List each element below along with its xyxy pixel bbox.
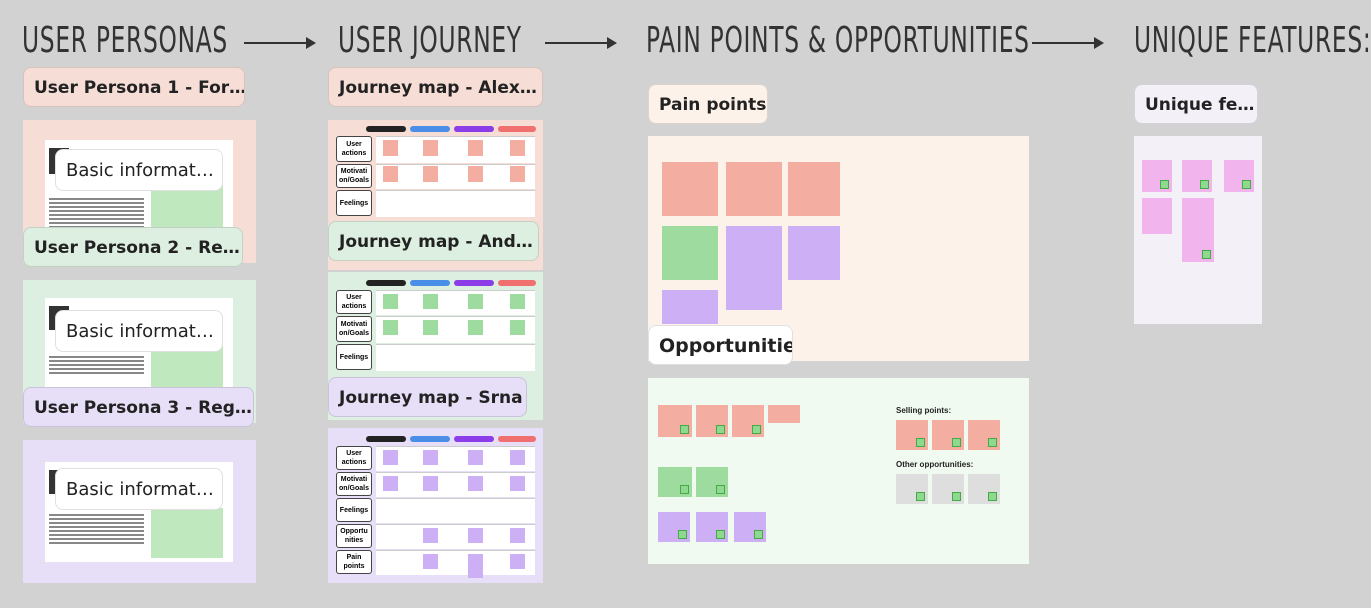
opportunities-frame[interactable]: Selling points: Other opportunities: [648, 378, 1029, 564]
row-label-opportunities: Opportu nities [336, 524, 372, 548]
row-label-pain-points: Pain points [336, 550, 372, 574]
row-label-motivation: Motivati on/Goals [336, 472, 372, 496]
arrow-right-icon [244, 37, 316, 49]
row-label-motivation: Motivati on/Goals [336, 164, 372, 188]
column-title-journey: USER JOURNEY [338, 20, 522, 61]
journey-label-3[interactable]: Journey map - Srna [328, 377, 527, 417]
row-label-motivation: Motivati on/Goals [336, 316, 372, 342]
column-title-personas: USER PERSONAS [22, 20, 228, 61]
arrow-right-icon [1032, 37, 1104, 49]
other-opportunities-heading: Other opportunities: [896, 460, 974, 469]
row-label-user-actions: User actions [336, 446, 372, 470]
opportunities-label[interactable]: Opportunities [648, 325, 793, 365]
persona-label-3[interactable]: User Persona 3 - Reg… [23, 387, 254, 427]
basic-info-card-2[interactable]: Basic informat… [55, 310, 223, 352]
row-label-feelings: Feelings [336, 344, 372, 370]
row-label-user-actions: User actions [336, 136, 372, 162]
persona-label-1[interactable]: User Persona 1 - For… [23, 67, 245, 107]
persona-traits-box [151, 508, 223, 558]
journey-label-2[interactable]: Journey map - And… [328, 221, 539, 261]
pain-points-frame[interactable] [648, 136, 1029, 361]
row-label-feelings: Feelings [336, 190, 372, 216]
column-title-features: UNIQUE FEATURES: [1134, 20, 1371, 61]
unique-features-label[interactable]: Unique fe… [1134, 84, 1258, 124]
journey-frame-3[interactable]: User actions Motivati on/Goals Feelings … [328, 428, 543, 583]
arrow-right-icon [545, 37, 617, 49]
basic-info-card-1[interactable]: Basic informat… [55, 149, 223, 191]
selling-points-heading: Selling points: [896, 406, 952, 415]
unique-features-frame[interactable] [1134, 136, 1262, 324]
journey-label-1[interactable]: Journey map - Alex… [328, 67, 543, 107]
persona-label-2[interactable]: User Persona 2 - Re… [23, 227, 243, 267]
row-label-user-actions: User actions [336, 290, 372, 314]
persona-frame-3[interactable] [23, 440, 256, 583]
row-label-feelings: Feelings [336, 498, 372, 522]
basic-info-card-3[interactable]: Basic informat… [55, 468, 223, 510]
column-title-pain-points: PAIN POINTS & OPPORTUNITIES [646, 20, 1030, 61]
pain-points-label[interactable]: Pain points [648, 84, 768, 124]
